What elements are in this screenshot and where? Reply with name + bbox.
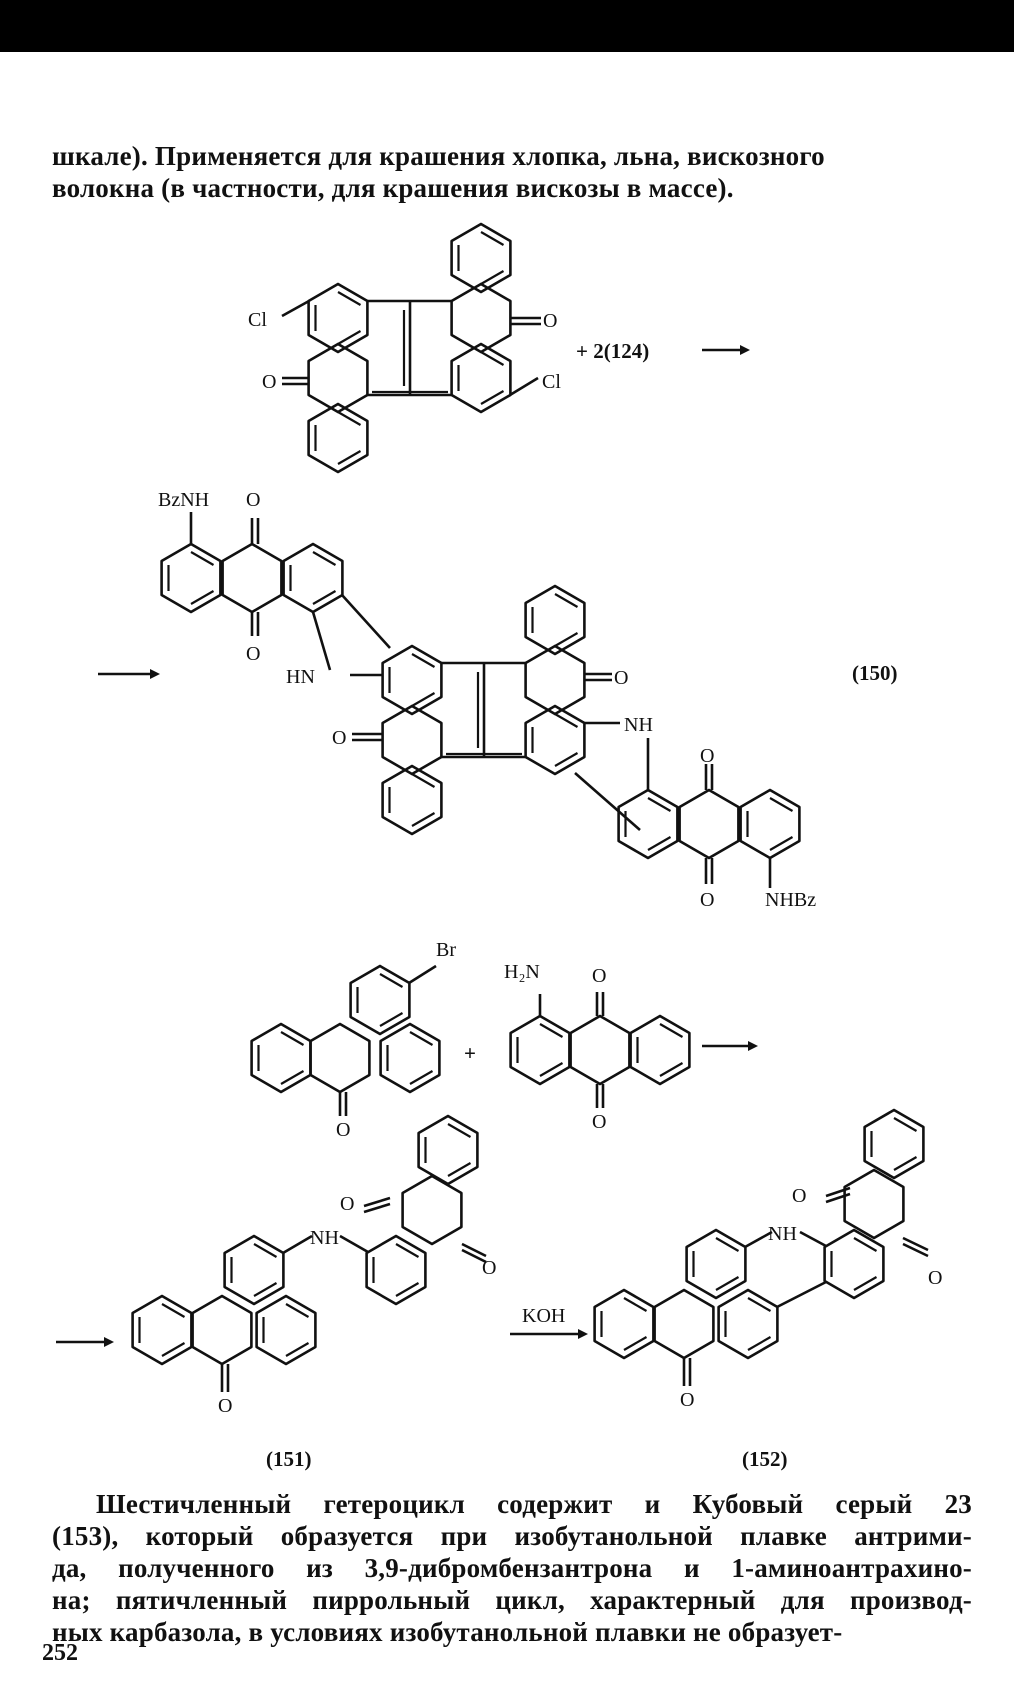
oxygen-label: O [614,667,628,689]
text-line: шкале). Применяется для крашения хлопка,… [52,141,825,171]
reaction-arrow [98,669,160,679]
reactant-dichloro-structure [281,222,541,474]
text-line: волокна (в частности, для крашения виско… [52,173,734,203]
nh-label: NH [624,714,653,736]
oxygen-label: O [700,889,714,911]
product-152-structure [593,1108,929,1386]
oxygen-label: O [262,371,276,393]
reaction-arrow [56,1337,114,1347]
compound-number: (152) [742,1447,788,1471]
hn-label: HN [286,666,315,688]
oxygen-label: O [246,489,260,511]
oxygen-label: O [592,965,606,987]
nhbz-label: NHBz [765,889,816,911]
cl-label: Cl [248,309,267,331]
reaction-arrow [702,345,750,355]
text-line: ных карбазола, в условиях изобутанольной… [52,1617,843,1647]
bznh-label: BzNH [158,489,209,511]
oxygen-label: O [543,310,557,332]
h2n-label: H₂N [504,961,540,983]
paragraph-top: шкале). Применяется для крашения хлопка,… [52,140,972,204]
text-line: да, полученного из 3,9-дибромбензантрона… [52,1553,972,1583]
oxygen-label: O [332,727,346,749]
reaction-arrow [702,1041,758,1051]
oxygen-label: O [336,1119,350,1141]
oxygen-label: O [700,745,714,767]
reaction-arrow [510,1329,588,1339]
cl-label: Cl [542,371,561,393]
oxygen-label: O [680,1389,694,1411]
aminoanthraquinone-structure [509,992,691,1108]
oxygen-label: O [246,643,260,665]
plus-sign: + [464,1041,476,1065]
oxygen-label: O [218,1395,232,1417]
nh-label: NH [310,1227,339,1249]
compound-number: (150) [852,661,898,685]
text-line: (153), который образуется при изобутанол… [52,1521,972,1551]
text-line: на; пятичленный пиррольный цикл, характе… [52,1585,972,1615]
product-150-structure [160,512,801,888]
product-151-structure [131,1114,487,1392]
reagent-label: + 2(124) [576,339,649,363]
oxygen-label: O [482,1257,496,1279]
bromobenzanthrone-structure [250,964,441,1116]
paragraph-bottom: Шестичленный гетероцикл содержит и Кубов… [52,1488,972,1648]
oxygen-label: O [592,1111,606,1133]
oxygen-label: O [340,1193,354,1215]
oxygen-label: O [928,1267,942,1289]
compound-number: (151) [266,1447,312,1471]
reagent-label: KOH [522,1305,565,1327]
reaction-scheme: Cl Cl O O + 2(124) BzNH O [56,222,942,1471]
page-number: 252 [42,1640,78,1666]
br-label: Br [436,939,456,961]
text-line: Шестичленный гетероцикл содержит и Кубов… [96,1489,972,1519]
top-black-bar [0,0,1014,52]
nh-label: NH [768,1223,797,1245]
oxygen-label: O [792,1185,806,1207]
